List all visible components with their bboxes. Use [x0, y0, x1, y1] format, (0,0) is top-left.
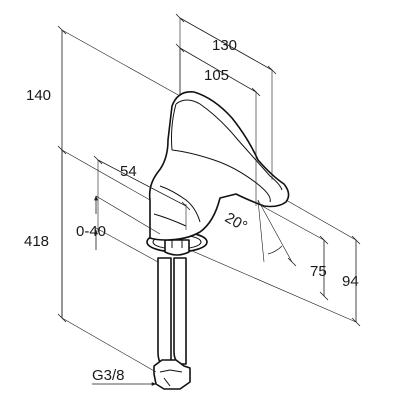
dim-label-94: 94 — [342, 273, 359, 290]
dim-overall-depth: 130 — [175, 13, 277, 180]
dim-deck-thickness: 0-40 — [76, 195, 161, 263]
dim-angle: 20° — [222, 199, 297, 267]
dim-label-0-40: 0-40 — [76, 223, 106, 240]
dim-label-75: 75 — [310, 263, 327, 280]
dim-label-20deg: 20° — [222, 209, 250, 235]
dim-label-54: 54 — [120, 163, 137, 180]
dim-label-105: 105 — [204, 67, 229, 84]
dim-label-140: 140 — [26, 87, 51, 104]
dim-total-height: 418 — [24, 150, 157, 373]
mounting-stud — [164, 239, 190, 256]
dim-spout-reach: 105 — [175, 43, 261, 206]
supply-hose-left — [157, 257, 172, 367]
dim-top-height: 94 — [189, 199, 361, 327]
dim-lever-height: 140 — [26, 25, 181, 201]
dim-label-130: 130 — [212, 37, 237, 54]
hose-fitting — [153, 359, 191, 390]
faucet-spout — [148, 90, 290, 241]
lever-handle — [175, 99, 283, 191]
supply-hose-right — [173, 257, 187, 365]
dim-label-g38: G3/8 — [92, 367, 125, 384]
faucet-body — [146, 90, 290, 390]
dim-label-418: 418 — [24, 233, 49, 250]
dim-connection-thread: G3/8 — [92, 367, 157, 386]
dim-outlet-height: 75 — [261, 205, 329, 301]
dim-spout-offset: 54 — [93, 155, 191, 232]
